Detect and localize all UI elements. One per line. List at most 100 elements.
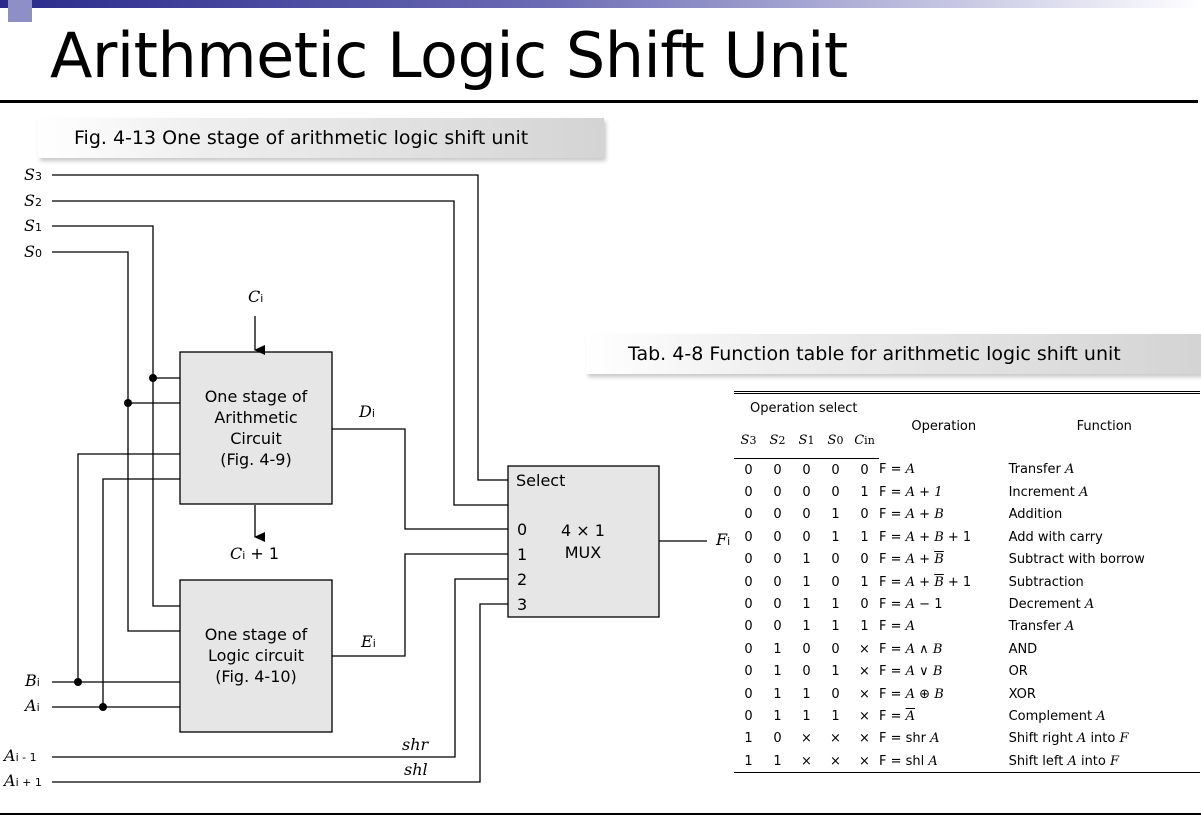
carry-out-label: Ci + 1 (230, 544, 280, 563)
mux-pin-1: 1 (517, 545, 528, 564)
formula-segment: + (915, 507, 935, 523)
formula-segment: XOR (1008, 686, 1036, 702)
select-value-cell: 1 (744, 731, 753, 747)
select-value-cell: 0 (744, 686, 753, 702)
formula-segment: shr (905, 731, 931, 747)
select-value-cell: 1 (802, 574, 811, 590)
select-value-cell: × (859, 686, 870, 702)
formula-segment: A (905, 619, 916, 635)
operation-cell: F = A + B (879, 549, 1009, 571)
operation-header: Operation (911, 418, 977, 434)
select-value-cell: 1 (860, 574, 869, 590)
formula-segment: + (915, 574, 935, 590)
select-value-cell: 0 (744, 529, 753, 545)
select-value-cell: 0 (744, 507, 753, 523)
operation-select-header: Operation select (750, 400, 858, 416)
select-value-cell: 1 (802, 686, 811, 702)
formula-segment: B (934, 507, 944, 523)
select-value-cell: 0 (802, 485, 811, 501)
select-value-cell: 0 (744, 574, 753, 590)
formula-segment: Shift left (1008, 753, 1068, 769)
select-value-cell: 0 (744, 664, 753, 680)
formula-segment: Shift right (1008, 731, 1077, 747)
formula-segment: A (905, 462, 916, 478)
select-value-cell: 0 (773, 507, 782, 523)
select-value-cell: 0 (831, 641, 840, 657)
formula-segment: shl (905, 753, 929, 769)
mux-pin-0: 0 (517, 520, 528, 539)
formula-segment: A (905, 574, 916, 590)
formula-segment: Add with carry (1008, 529, 1103, 545)
formula-segment: Transfer (1008, 462, 1065, 478)
select-value-cell: 0 (773, 597, 782, 613)
operation-cell: F = A + 1 (879, 481, 1009, 503)
function-cell: Add with carry (1009, 526, 1200, 548)
arithmetic-block-label: One stage of Arithmetic Circuit (Fig. 4-… (204, 387, 308, 469)
formula-segment: F = (879, 664, 906, 680)
select-value-cell: 0 (773, 619, 782, 635)
function-cell: OR (1009, 661, 1200, 683)
function-cell: AND (1009, 638, 1200, 660)
e-wire (332, 553, 508, 657)
arithmetic-block-box (179, 351, 333, 505)
select-header-subscript: in (864, 433, 875, 447)
formula-segment: F = (879, 731, 906, 747)
select-value-cell: × (830, 731, 841, 747)
a-i-plus-1-label: Ai + 1 (4, 771, 42, 790)
formula-segment: A (905, 641, 916, 657)
formula-segment: Subtract with borrow (1008, 552, 1145, 568)
s1-label: S1 (24, 216, 42, 235)
formula-segment: + (915, 529, 935, 545)
formula-segment: F = (879, 619, 906, 635)
select-value-cell: 1 (744, 753, 753, 769)
select-value-cell: 0 (831, 686, 840, 702)
mux-pin-3: 3 (517, 595, 528, 614)
select-column-header: Cin (850, 422, 879, 459)
formula-segment: A (905, 597, 916, 613)
formula-segment: A (1076, 731, 1087, 747)
formula-segment: A (905, 485, 916, 501)
formula-segment: F = (879, 641, 906, 657)
select-value-cell: 0 (831, 462, 840, 478)
function-cell: Transfer A (1009, 459, 1200, 482)
select-value-cell: × (830, 753, 841, 769)
select-value-cell: 0 (744, 552, 753, 568)
formula-segment: A (905, 686, 916, 702)
s3-label: S3 (24, 165, 42, 184)
select-value-cell: 1 (773, 753, 782, 769)
function-header: Function (1076, 418, 1132, 434)
select-header-subscript: 0 (836, 433, 844, 447)
select-value-cell: × (859, 641, 870, 657)
select-value-cell: × (801, 753, 812, 769)
formula-segment: + 1 (943, 529, 972, 545)
operation-cell: F = A ∧ B (879, 638, 1009, 660)
function-cell: XOR (1009, 683, 1200, 705)
select-value-cell: 0 (773, 552, 782, 568)
logic-block-label: One stage of Logic circuit (Fig. 4-10) (204, 625, 308, 686)
operation-cell: F = A + B (879, 504, 1009, 526)
s0-wire (52, 251, 180, 632)
select-value-cell: 1 (831, 597, 840, 613)
junction-dot (74, 678, 82, 686)
select-header-symbol: S (827, 432, 837, 448)
function-cell: Shift left A into F (1009, 750, 1200, 773)
formula-segment: F = (879, 462, 906, 478)
shl-wire (52, 603, 508, 783)
function-cell: Increment A (1009, 481, 1200, 503)
mux-box (507, 465, 660, 618)
select-column-header: S2 (763, 422, 792, 459)
a-i-minus-1-label: Ai - 1 (4, 746, 37, 765)
operation-cell: F = A (879, 705, 1009, 727)
select-value-cell: 1 (802, 552, 811, 568)
select-header-subscript: 1 (807, 433, 815, 447)
junction-dot (149, 374, 157, 382)
formula-segment: B (934, 574, 944, 590)
mux-subtitle: MUX (564, 543, 602, 562)
